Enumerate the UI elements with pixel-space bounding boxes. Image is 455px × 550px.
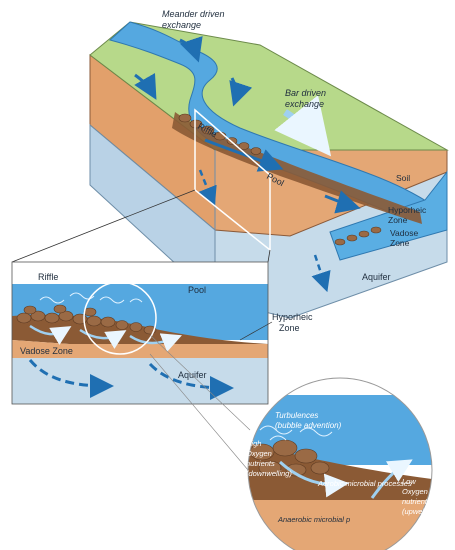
bar-label-line2: exchange [285, 99, 324, 109]
zoom-low-line3: nutrients [402, 497, 431, 506]
inset-stones [16, 304, 157, 335]
zoom-upwelling-arrow [370, 459, 413, 499]
zoom-circle-border [247, 377, 433, 550]
zoom-high-line3: nutrients [246, 459, 275, 468]
zoom-circle [248, 378, 432, 550]
block-vadose-line1: Vadose [390, 228, 418, 238]
block-hyporheic-line1: Hyporheic [388, 205, 427, 215]
block-aquifer-label: Aquifer [362, 272, 391, 282]
zoom-high-line2: Oxygen [246, 449, 272, 458]
block-soil-label: Soil [396, 173, 410, 183]
zoom-callout-b [149, 353, 249, 471]
zoom-downwelling-arrow [278, 460, 349, 498]
bar-exchange-arrow [274, 95, 332, 157]
inset-hyporheic-line2: Zone [279, 323, 300, 333]
inset-hyporheic-line1: Hyporheic [272, 312, 313, 322]
zoom-aerobic-label: Aerobic microbial processes [317, 479, 412, 488]
zoom-low-line1: Low [402, 477, 416, 486]
inset-groundwater-arrows [28, 359, 234, 400]
callout-line-b [267, 249, 271, 263]
callout-line-a [11, 189, 196, 263]
inset-border [11, 261, 269, 405]
bar-label-line1: Bar driven [285, 88, 326, 98]
zoom-low-line4: (upwelling) [402, 507, 439, 516]
zoom-high-line4: (downwelling) [246, 469, 292, 478]
inset-vadose-label: Vadose Zone [20, 346, 73, 356]
zoom-callout-a [149, 334, 251, 431]
zoom-high-line1: High [246, 439, 261, 448]
block-hyporheic-line2: Zone [388, 215, 408, 225]
block-diagram [11, 21, 449, 319]
meander-label-line1: Meander driven [162, 9, 225, 19]
zoom-low-line2: Oxygen [402, 487, 428, 496]
block-vadose-line2: Zone [390, 238, 410, 248]
inset-cross-section [12, 262, 268, 404]
block-subsurface-arrows [198, 169, 331, 293]
inset-hyporheic-flow [29, 324, 182, 352]
zoom-turbulence [259, 425, 333, 441]
inset-riffle-label: Riffle [38, 272, 58, 282]
meander-label-line2: exchange [162, 20, 201, 30]
inset-focus-circle [83, 281, 157, 355]
inset-pool-label: Pool [188, 285, 206, 295]
meander-arrows [134, 35, 361, 214]
inset-hyporheic-leader [239, 321, 273, 341]
inset-aquifer [12, 358, 268, 404]
zoom-anaerobic-label: Anaerobic microbial p [277, 515, 350, 524]
zoom-stones [249, 439, 330, 477]
zoom-turbulence-line2: (bubble advention) [275, 421, 342, 430]
zoom-turbulence-line1: Turbulences [275, 411, 318, 420]
channel-cross-section [329, 170, 448, 261]
block-stones [178, 113, 382, 246]
